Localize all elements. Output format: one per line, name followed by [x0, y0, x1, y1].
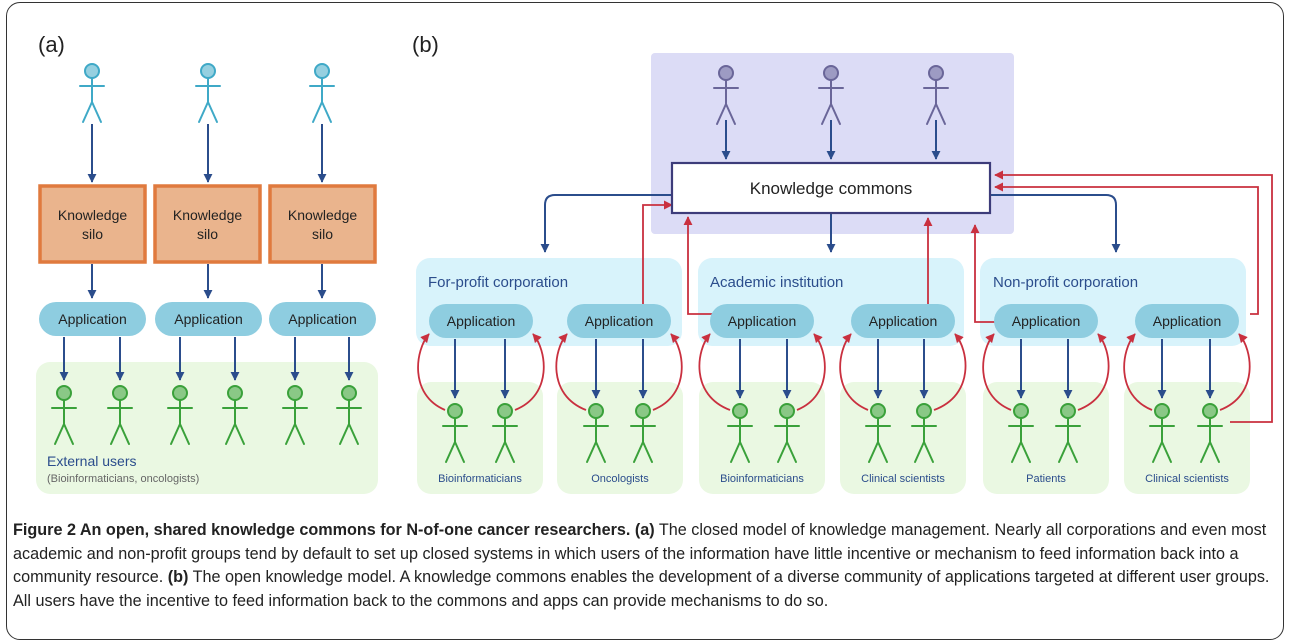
researcher-figure: [195, 63, 221, 123]
external-user-figure: [167, 385, 193, 445]
knowledge-commons-diagram: (a) Knowledge silo Knowledge silo Knowle…: [36, 32, 1273, 494]
application-label: Application: [869, 313, 938, 329]
application-label: Application: [447, 313, 516, 329]
panel-b-label: (b): [412, 32, 439, 57]
figure-caption: Figure 2 An open, shared knowledge commo…: [13, 519, 1275, 613]
end-user-figure: [1055, 403, 1081, 463]
external-user-figure: [107, 385, 133, 445]
end-user-figure: [911, 403, 937, 463]
feedback-arrow-user-to-application: [796, 333, 826, 411]
caption-title: Figure 2 An open, shared knowledge commo…: [13, 521, 631, 539]
knowledge-commons-label: Knowledge commons: [750, 179, 913, 198]
external-users-row: [51, 385, 362, 445]
application-node: Application: [851, 304, 955, 338]
silo-label-line1: Knowledge: [288, 207, 357, 223]
end-users-row: [417, 333, 1251, 463]
feedback-arrow-user-to-application: [1123, 333, 1153, 411]
application-label: Application: [728, 313, 797, 329]
application-label: Application: [1012, 313, 1081, 329]
silo-label-line1: Knowledge: [58, 207, 127, 223]
end-user-figure: [865, 403, 891, 463]
user-group-label: Bioinformaticians: [720, 473, 804, 485]
application-label: Application: [174, 311, 243, 327]
user-group-label: Clinical scientists: [1145, 473, 1229, 485]
knowledge-silo: Knowledge silo: [153, 184, 262, 264]
end-user-figure: [1149, 403, 1175, 463]
knowledge-silo: Knowledge silo: [38, 184, 147, 264]
external-users-title: External users: [47, 453, 136, 469]
feedback-arrow-user-to-application: [555, 333, 587, 411]
commons-user-figure: [923, 65, 949, 125]
silo-label-line1: Knowledge: [173, 207, 242, 223]
external-users-subtitle: (Bioinformaticians, oncologists): [47, 473, 199, 485]
org-name: Non-profit corporation: [993, 274, 1138, 291]
application-label: Application: [58, 311, 127, 327]
external-user-figure: [51, 385, 77, 445]
application-node: Application: [155, 302, 262, 336]
caption-b-label: (b): [167, 568, 189, 586]
researchers-row-a: [79, 63, 335, 123]
application-node: Application: [39, 302, 146, 336]
end-user-figure: [492, 403, 518, 463]
caption-b-text: The open knowledge model. A knowledge co…: [13, 568, 1270, 610]
feedback-arrow-user-to-application: [1219, 333, 1251, 411]
application-label: Application: [585, 313, 654, 329]
feedback-arrow-user-to-application: [698, 333, 731, 411]
application-node: Application: [710, 304, 814, 338]
silo-label-line2: silo: [197, 226, 218, 242]
feedback-arrow-user-to-application: [652, 333, 683, 411]
caption-a-label: (a): [634, 521, 655, 539]
application-node: Application: [269, 302, 376, 336]
feedback-arrow-user-to-application: [839, 333, 869, 411]
org-name: For-profit corporation: [428, 274, 568, 291]
user-group-label: Clinical scientists: [861, 473, 945, 485]
feedback-arrow-user-to-application: [514, 333, 545, 411]
feedback-arrow-user-to-application: [417, 333, 446, 411]
end-user-figure: [1008, 403, 1034, 463]
researcher-figure: [79, 63, 105, 123]
external-user-figure: [282, 385, 308, 445]
knowledge-silo: Knowledge silo: [268, 184, 377, 264]
user-group-label: Patients: [1026, 473, 1066, 485]
end-user-figure: [727, 403, 753, 463]
application-node: Application: [1135, 304, 1239, 338]
commons-user-figure: [818, 65, 844, 125]
end-user-figure: [774, 403, 800, 463]
panel-a-label: (a): [38, 32, 65, 57]
silo-label-line2: silo: [82, 226, 103, 242]
feedback-arrow-user-to-application: [933, 333, 967, 411]
user-group-label: Oncologists: [591, 473, 649, 485]
application-node: Application: [994, 304, 1098, 338]
feedback-arrow-user-to-application: [982, 333, 1012, 411]
external-user-figure: [222, 385, 248, 445]
org-name: Academic institution: [710, 274, 843, 291]
user-group-label: Bioinformaticians: [438, 473, 522, 485]
knowledge-commons-box: Knowledge commons: [670, 161, 992, 215]
panel-b: (b) For-profit corporation Academic inst…: [412, 32, 1273, 494]
silo-label-line2: silo: [312, 226, 333, 242]
application-node: Application: [567, 304, 671, 338]
end-user-figure: [1197, 403, 1223, 463]
commons-users-row: [713, 65, 949, 125]
panel-a: (a) Knowledge silo Knowledge silo Knowle…: [36, 32, 378, 494]
researcher-figure: [309, 63, 335, 123]
external-user-figure: [336, 385, 362, 445]
end-user-figure: [583, 403, 609, 463]
arrows-commons-to-orgs: [540, 194, 1121, 253]
end-user-figure: [630, 403, 656, 463]
feedback-arrow-user-to-application: [1077, 333, 1110, 411]
application-node: Application: [429, 304, 533, 338]
caption-a-text: The closed model of knowledge management…: [13, 521, 1267, 586]
end-user-figure: [442, 403, 468, 463]
application-label: Application: [1153, 313, 1222, 329]
application-label: Application: [288, 311, 357, 327]
commons-user-figure: [713, 65, 739, 125]
